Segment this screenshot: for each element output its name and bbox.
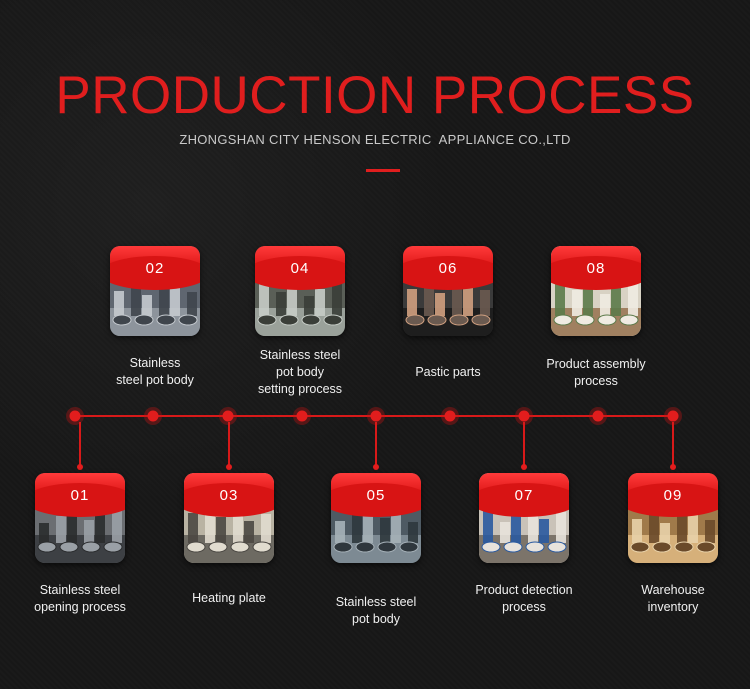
step-label-03: Heating plate — [159, 590, 299, 607]
timeline-node — [441, 407, 459, 425]
step-label-line: pot body — [352, 612, 400, 626]
timeline-node — [293, 407, 311, 425]
page-title: PRODUCTION PROCESS — [55, 66, 695, 125]
step-label-line: Warehouse — [641, 583, 705, 597]
step-number: 09 — [663, 487, 683, 504]
step-label-line: Stainless steel — [259, 348, 341, 362]
step-number: 05 — [366, 487, 386, 504]
step-label-line: Product assembly — [546, 357, 646, 371]
step-label-06: Pastic parts — [378, 364, 518, 381]
step-banner-arc — [110, 256, 200, 290]
step-banner-arc — [551, 256, 641, 290]
step-banner-arc — [331, 483, 421, 517]
timeline-node — [144, 407, 162, 425]
step-label-line: Stainless steel — [335, 595, 417, 609]
step-number: 06 — [438, 260, 458, 277]
step-label-line: Product detection — [475, 583, 573, 597]
step-card-06: 06 — [403, 246, 493, 336]
step-banner-arc — [255, 256, 345, 290]
timeline-node — [664, 407, 682, 425]
step-label-line: Stainless — [129, 356, 181, 370]
step-banner-arc — [628, 483, 718, 517]
step-connector — [77, 422, 83, 470]
step-card-03: 03 — [184, 473, 274, 563]
timeline-node — [367, 407, 385, 425]
step-label-08: Product assembly process — [526, 356, 666, 390]
step-card-05: 05 — [331, 473, 421, 563]
step-label-line: setting process — [257, 382, 343, 396]
step-card-09: 09 — [628, 473, 718, 563]
step-label-line: Pastic parts — [415, 365, 481, 379]
step-number: 02 — [145, 260, 165, 277]
step-card-01: 01 — [35, 473, 125, 563]
step-connector — [670, 422, 676, 470]
company-subtitle: ZHONGSHAN CITY HENSON ELECTRIC APPLIANCE… — [179, 132, 571, 147]
step-label-line: Stainless steel — [39, 583, 121, 597]
step-label-01: Stainless steel opening process — [10, 582, 150, 616]
step-label-line: process — [502, 600, 546, 614]
step-card-02: 02 — [110, 246, 200, 336]
step-label-05: Stainless steel pot body — [306, 594, 446, 628]
timeline-node — [515, 407, 533, 425]
step-connector — [373, 422, 379, 470]
step-connector — [226, 422, 232, 470]
step-label-line: Heating plate — [192, 591, 266, 605]
step-label-line: opening process — [34, 600, 126, 614]
step-label-line: pot body — [276, 365, 324, 379]
step-card-08: 08 — [551, 246, 641, 336]
step-banner-arc — [403, 256, 493, 290]
step-card-04: 04 — [255, 246, 345, 336]
step-banner-arc — [184, 483, 274, 517]
step-label-07: Product detection process — [454, 582, 594, 616]
step-label-line: process — [574, 374, 618, 388]
step-label-line: inventory — [647, 600, 699, 614]
timeline-node — [66, 407, 84, 425]
step-label-09: Warehouse inventory — [603, 582, 743, 616]
step-card-07: 07 — [479, 473, 569, 563]
step-number: 01 — [70, 487, 90, 504]
timeline-node — [589, 407, 607, 425]
step-banner-arc — [35, 483, 125, 517]
step-connector — [521, 422, 527, 470]
step-number: 08 — [586, 260, 606, 277]
step-number: 03 — [219, 487, 239, 504]
step-label-04: Stainless steel pot body setting process — [230, 347, 370, 398]
step-label-02: Stainless steel pot body — [85, 355, 225, 389]
timeline-node — [219, 407, 237, 425]
step-label-line: steel pot body — [116, 373, 194, 387]
step-number: 07 — [514, 487, 534, 504]
step-number: 04 — [290, 260, 310, 277]
title-accent-bar — [366, 169, 400, 172]
step-banner-arc — [479, 483, 569, 517]
